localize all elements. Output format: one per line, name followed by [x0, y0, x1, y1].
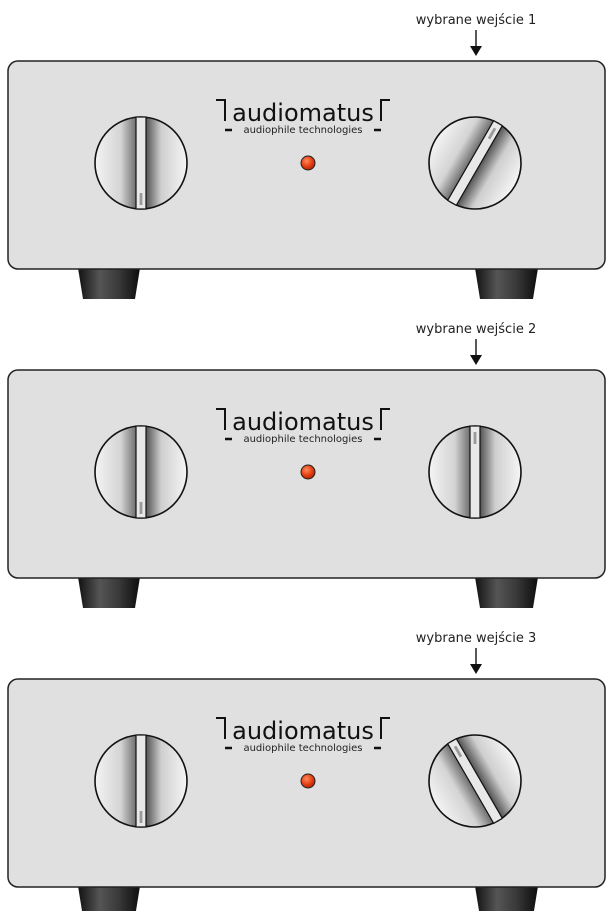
logo-bracket-icon [216, 99, 390, 132]
foot-left [78, 268, 140, 299]
knob-ridge [446, 737, 504, 825]
knob-ridge [469, 425, 481, 519]
input-selector-knob[interactable] [428, 425, 522, 519]
power-led-icon [300, 464, 316, 480]
knob-indicator-icon [487, 127, 497, 140]
brand-subtitle: audiophile technologies [243, 125, 362, 136]
brand-subtitle: audiophile technologies [243, 434, 362, 445]
knob-indicator-icon [139, 502, 143, 514]
knob-indicator-icon [453, 745, 463, 758]
volume-knob[interactable] [94, 116, 188, 210]
foot-right [475, 268, 538, 299]
arrow-down-icon [470, 648, 482, 674]
foot-left [78, 577, 140, 608]
selected-input-label: wybrane wejście 2 [416, 322, 536, 337]
knob-ridge [135, 116, 147, 210]
logo-bracket-icon [216, 717, 390, 750]
knob-indicator-icon [473, 432, 477, 444]
foot-left [78, 886, 140, 916]
selected-input-label: wybrane wejście 1 [416, 13, 536, 28]
brand-subtitle: audiophile technologies [243, 743, 362, 754]
brand-name: audiomatus [232, 99, 374, 127]
input-selector-knob[interactable] [412, 718, 538, 844]
knob-indicator-icon [139, 193, 143, 205]
knob-ridge [446, 119, 504, 207]
selected-input-label: wybrane wejście 3 [416, 631, 536, 646]
foot-right [475, 577, 538, 608]
brand-name: audiomatus [232, 408, 374, 436]
input-selector-knob[interactable] [412, 100, 538, 226]
knob-ridge [135, 425, 147, 519]
volume-knob[interactable] [94, 734, 188, 828]
power-led-icon [300, 773, 316, 789]
arrow-down-icon [470, 30, 482, 56]
knob-ridge [135, 734, 147, 828]
knob-indicator-icon [139, 811, 143, 823]
volume-knob[interactable] [94, 425, 188, 519]
power-led-icon [300, 155, 316, 171]
logo-bracket-icon [216, 408, 390, 441]
brand-name: audiomatus [232, 717, 374, 745]
foot-right [475, 886, 538, 916]
arrow-down-icon [470, 339, 482, 365]
